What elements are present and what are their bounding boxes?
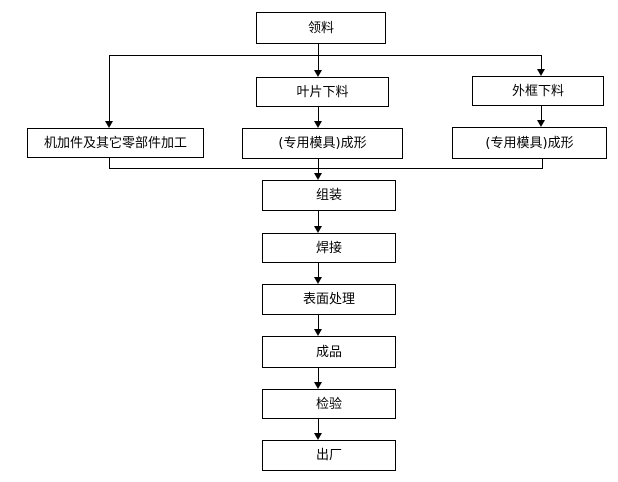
node-forming-left: (专用模具)成形	[242, 128, 403, 159]
connector-merge-right-line	[542, 159, 543, 169]
node-finished-product: 成品	[262, 336, 396, 368]
node-delivery: 出厂	[262, 440, 396, 471]
connector-surface-finished-line	[318, 315, 319, 329]
connector-inspection-delivery-line	[318, 419, 319, 433]
connector-assembly-welding-line	[318, 211, 319, 226]
connector-right-branch-line	[541, 55, 542, 69]
arrow-to-inspection-icon	[314, 382, 322, 389]
arrow-to-forming-right-icon	[537, 120, 545, 127]
connector-left-branch-line	[109, 55, 110, 121]
node-surface-treatment: 表面处理	[262, 284, 396, 315]
arrow-to-machining-parts-icon	[105, 121, 113, 128]
node-blade-cutting: 叶片下料	[256, 77, 389, 107]
connector-merge-left-line	[109, 158, 110, 169]
arrow-to-blade-cutting-icon	[314, 70, 322, 77]
arrow-to-finished-product-icon	[314, 329, 322, 336]
connector-finished-inspection-line	[318, 368, 319, 382]
node-machining-parts: 机加件及其它零部件加工	[27, 128, 204, 158]
node-forming-right: (专用模具)成形	[452, 127, 607, 159]
connector-frame-to-forming-line	[541, 106, 542, 120]
connector-blade-to-forming-line	[318, 107, 319, 121]
arrow-to-surface-treatment-icon	[314, 277, 322, 284]
connector-merge-center-line	[318, 159, 319, 173]
connector-stem-line	[318, 44, 319, 70]
arrow-to-delivery-icon	[314, 433, 322, 440]
node-frame-cutting: 外框下料	[472, 76, 604, 106]
connector-merge-bar	[109, 168, 543, 169]
connector-branch-bar	[109, 55, 542, 56]
arrow-to-forming-left-icon	[314, 121, 322, 128]
connector-welding-surface-line	[318, 263, 319, 277]
arrow-to-assembly-icon	[314, 173, 322, 180]
arrow-to-frame-cutting-icon	[537, 69, 545, 76]
node-inspection: 检验	[262, 389, 396, 419]
arrow-to-welding-icon	[314, 226, 322, 233]
node-welding: 焊接	[262, 233, 396, 263]
node-assembly: 组装	[262, 180, 396, 211]
node-material-requisition: 领料	[256, 12, 386, 44]
